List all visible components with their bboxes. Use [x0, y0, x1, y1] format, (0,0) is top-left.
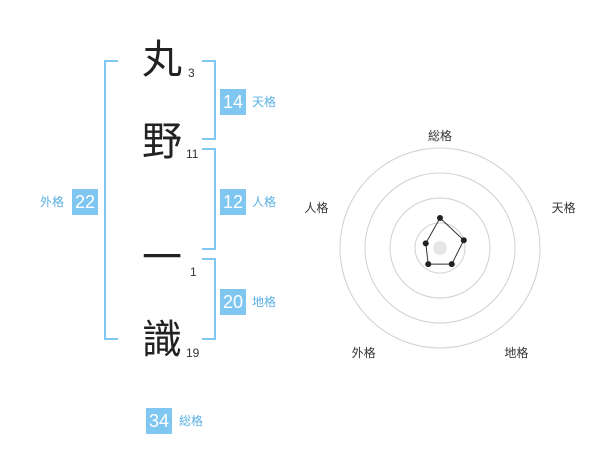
name-char-2: 野: [142, 119, 182, 165]
radar-point-5: [422, 240, 429, 247]
chikaku-label: 地格: [252, 295, 277, 309]
radar-point-4: [425, 261, 432, 268]
stroke-count-4: 19: [186, 346, 200, 360]
radar-ring-3: [364, 172, 516, 324]
name-char-4: 識: [142, 317, 182, 363]
tenkaku-badge: 14: [220, 89, 246, 115]
gaikaku-badge: 22: [72, 189, 98, 215]
name-char-1: 丸: [142, 37, 182, 83]
radar-point-3: [448, 261, 455, 268]
radar-axis-label-4: 外格: [352, 345, 376, 360]
soukaku-label: 総格: [179, 414, 204, 428]
gaikaku-label: 外格: [40, 195, 65, 209]
radar-axis-label-1: 総格: [428, 128, 452, 143]
tenkaku-bracket: [202, 60, 216, 140]
chikaku-badge: 20: [220, 289, 246, 315]
radar-axis-label-3: 地格: [504, 345, 528, 360]
radar-axis-label-5: 人格: [304, 200, 328, 215]
radar-point-2: [460, 237, 467, 244]
gaikaku-bracket: [104, 60, 118, 340]
radar-ring-2: [389, 197, 491, 299]
tenkaku-label: 天格: [252, 95, 277, 109]
radar-ring-1: [414, 222, 466, 274]
jinkaku-badge: 12: [220, 189, 246, 215]
radar-ring-4: [339, 147, 541, 349]
jinkaku-label: 人格: [252, 195, 277, 209]
radar-series-polygon: [425, 217, 465, 265]
stroke-count-1: 3: [188, 66, 195, 80]
name-char-3: 一: [142, 235, 182, 281]
stroke-count-2: 11: [186, 147, 199, 161]
jinkaku-bracket: [202, 148, 216, 250]
radar-axis-label-2: 天格: [552, 200, 576, 215]
radar-point-1: [437, 215, 443, 221]
chikaku-bracket: [202, 258, 216, 340]
radar-center: [433, 241, 447, 255]
stroke-count-3: 1: [190, 265, 197, 279]
soukaku-badge: 34: [146, 408, 172, 434]
